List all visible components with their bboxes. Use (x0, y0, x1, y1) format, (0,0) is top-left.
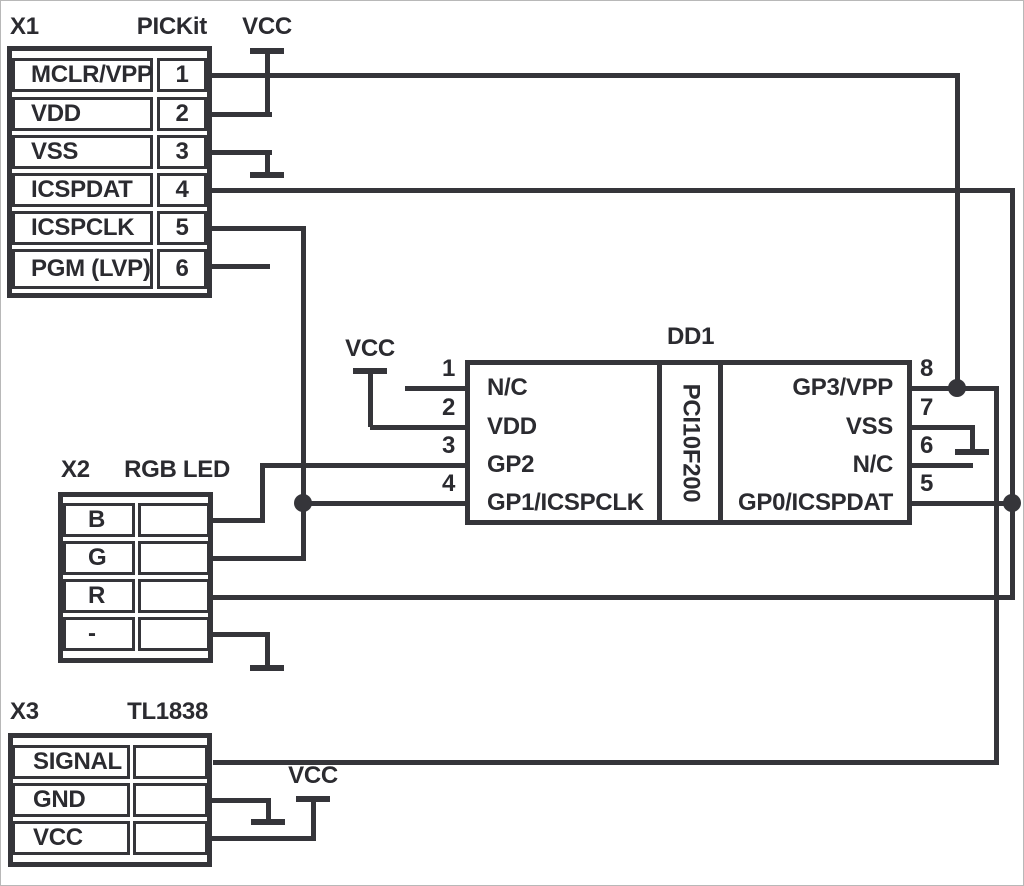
wire-mclr-v (954, 72, 960, 391)
wire-ic-vss-h (912, 424, 975, 430)
wire-gp2-v (259, 462, 265, 523)
ic-pin-number: 2 (441, 394, 455, 421)
x1-ref-label: X1 (10, 13, 39, 40)
wire-signal-h (213, 759, 999, 765)
x2-pin-pad-cell (138, 541, 210, 575)
wire-b-h (213, 517, 265, 523)
ic-part-number: PCI10F200 (677, 383, 704, 502)
x3-title-label: TL1838 (127, 698, 208, 725)
ic-pin-label: N/C (487, 374, 528, 401)
x1-pin-name-cell: VDD (12, 97, 153, 131)
vcc-label-x3: VCC (288, 762, 338, 789)
wire-gp0-h (912, 500, 1015, 506)
wire-icspdat-h (212, 187, 1015, 193)
x3-pin-name-cell: SIGNAL (12, 745, 130, 779)
x1-pin-number-cell: 6 (157, 249, 207, 289)
wire-vss-h (212, 149, 272, 155)
x1-pin-name-cell: VSS (12, 135, 153, 169)
x3-ref-label: X3 (10, 698, 39, 725)
ic-pin-number: 8 (920, 355, 934, 382)
wire-ic-nc1-stub (405, 385, 465, 391)
ic-pin-number: 5 (920, 470, 934, 497)
x2-pin-name-cell: R (63, 579, 135, 613)
x1-pin-name-cell: PGM (LVP) (12, 249, 153, 289)
wire-icspclk-v (300, 225, 306, 561)
x3-pin-pad-cell (133, 783, 208, 817)
x1-pin-name-cell: MCLR/VPP (12, 58, 153, 92)
x1-pin-number-cell: 2 (157, 97, 207, 131)
junction-dot-mclr-gp3 (948, 379, 966, 397)
ic-pin-label: GP0/ICSPDAT (738, 489, 893, 516)
ic-pin-number: 6 (920, 432, 934, 459)
x2-ref-label: X2 (61, 456, 90, 483)
x2-title-label: RGB LED (124, 456, 230, 483)
x3-pin-pad-cell (133, 745, 208, 779)
x2-pin-pad-cell (138, 579, 210, 613)
x2-pin-pad-cell (138, 503, 210, 537)
x2-pin-name-cell: B (63, 503, 135, 537)
ic-ref-label: DD1 (667, 323, 715, 350)
ic-pin-label: GP2 (487, 451, 535, 478)
x2-pin-name-cell: G (63, 541, 135, 575)
ic-pin-label: VDD (487, 413, 537, 440)
x3-pin-name-cell: VCC (12, 821, 130, 855)
vcc-label-ic: VCC (345, 335, 395, 362)
ic-pin-number: 7 (920, 394, 934, 421)
ic-pin-label: GP3/VPP (792, 374, 893, 401)
wire-icspdat-v (1009, 187, 1015, 600)
vcc-label-x1: VCC (242, 13, 292, 40)
ic-pin-number: 3 (441, 432, 455, 459)
x3-pin-name-cell: GND (12, 783, 130, 817)
wire-g-h (213, 555, 306, 561)
wire-minus-h (213, 631, 270, 637)
wire-x3-vcc-h (212, 835, 316, 841)
junction-dot-icspdat-gp0 (1003, 494, 1021, 512)
ic-pin-label: N/C (852, 451, 894, 478)
ic-divider-left (657, 365, 662, 520)
x1-pin-name-cell: ICSPDAT (12, 173, 153, 207)
ic-pin-label: VSS (845, 413, 893, 440)
wire-ic-vdd-h (370, 424, 465, 430)
x1-pin-number-cell: 5 (157, 211, 207, 245)
x2-pin-name-cell: - (63, 617, 135, 651)
wire-pgm-stub (212, 263, 270, 269)
wire-gp3-v (993, 385, 999, 765)
wire-x3-gnd-h (212, 797, 271, 803)
x3-pin-pad-cell (133, 821, 208, 855)
ic-pin-label: GP1/ICSPCLK (487, 489, 644, 516)
wire-gp1-h (303, 500, 465, 506)
ic-pin-number: 1 (441, 355, 455, 382)
wire-mclr-h (212, 72, 960, 78)
x1-title-label: PICKit (136, 13, 208, 40)
ic-divider-right (718, 365, 723, 520)
x1-pin-number-cell: 3 (157, 135, 207, 169)
wire-r-h (213, 594, 1015, 600)
wire-vdd-h (212, 111, 272, 117)
wire-icspclk-h (212, 225, 306, 231)
x2-pin-pad-cell (138, 617, 210, 651)
junction-dot-icspclk-gp1 (294, 494, 312, 512)
x1-pin-name-cell: ICSPCLK (12, 211, 153, 245)
wire-gp2-h (259, 462, 465, 468)
ic-body-box (465, 360, 912, 525)
x1-pin-number-cell: 4 (157, 173, 207, 207)
x1-pin-number-cell: 1 (157, 58, 207, 92)
wire-ic-nc6-stub (912, 462, 973, 468)
ic-pin-number: 4 (441, 470, 455, 497)
